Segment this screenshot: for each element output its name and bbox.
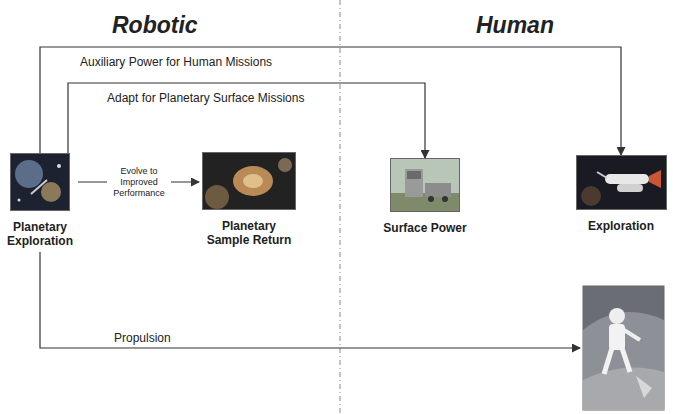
- spacecraft-photo: [577, 156, 666, 209]
- art-shape: [203, 153, 295, 209]
- photo-frame: [576, 155, 667, 210]
- art-shape: [407, 171, 421, 179]
- photo-frame: [390, 158, 460, 212]
- image-node: Surface Power: [375, 158, 475, 235]
- planet-photo: [11, 154, 69, 210]
- art-shape: [622, 348, 630, 372]
- flow-connector: [40, 47, 621, 155]
- propulsion-arrow: [40, 252, 580, 348]
- astronaut-photo: [583, 286, 664, 410]
- column-title: Robotic: [112, 12, 198, 39]
- art-shape: [11, 154, 69, 210]
- art-shape: [649, 170, 661, 188]
- art-shape: [636, 376, 652, 398]
- art-shape: [583, 368, 664, 411]
- art-shape: [428, 196, 434, 202]
- art-shape: [604, 348, 612, 374]
- photo-frame: [202, 152, 296, 210]
- art-shape: [442, 196, 448, 202]
- image-node: Exploration: [571, 155, 671, 233]
- node-caption: Exploration: [588, 219, 654, 233]
- image-node: Planetary Sample Return: [199, 152, 299, 247]
- art-shape: [15, 160, 43, 188]
- art-shape: [278, 158, 292, 172]
- edge-label: Adapt for Planetary Surface Missions: [105, 91, 306, 105]
- art-shape: [605, 174, 649, 184]
- divider-line: [340, 0, 341, 414]
- arrow-label: Propulsion: [114, 331, 171, 345]
- art-shape: [583, 286, 664, 410]
- art-shape: [243, 174, 263, 188]
- art-shape: [41, 182, 61, 202]
- art-shape: [609, 324, 625, 350]
- node-caption: Planetary Sample Return: [199, 219, 299, 247]
- art-shape: [205, 185, 229, 209]
- sample-return-photo: [203, 153, 295, 209]
- art-shape: [405, 169, 423, 197]
- art-shape: [617, 184, 643, 192]
- node-caption: Planetary Exploration: [2, 220, 78, 248]
- art-shape: [391, 159, 459, 211]
- art-shape: [425, 183, 451, 197]
- art-shape: [577, 156, 666, 209]
- art-shape: [57, 164, 61, 168]
- image-node: Planetary Exploration: [2, 153, 78, 248]
- surface-power-photo: [391, 159, 459, 211]
- art-shape: [31, 180, 47, 194]
- column-title: Human: [476, 12, 554, 39]
- node-caption: Surface Power: [383, 221, 466, 235]
- art-shape: [609, 308, 625, 324]
- art-shape: [233, 166, 273, 196]
- art-shape: [597, 172, 607, 178]
- art-shape: [18, 199, 21, 202]
- art-shape: [581, 186, 601, 206]
- art-shape: [583, 312, 664, 410]
- art-shape: [624, 330, 640, 340]
- edge-label: Evolve to Improved Performance: [107, 165, 171, 200]
- edge-label: Auxiliary Power for Human Missions: [78, 55, 274, 69]
- flow-connector: [68, 83, 425, 158]
- photo-frame: [10, 153, 70, 211]
